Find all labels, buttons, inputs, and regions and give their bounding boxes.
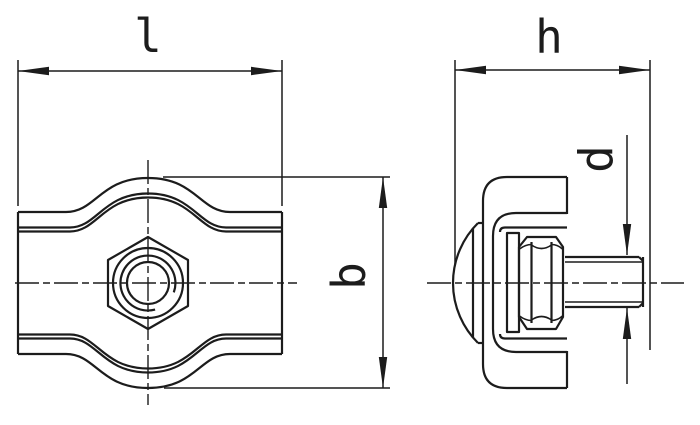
thread-end-chamfer-bottom (638, 302, 644, 308)
nut-chamfer-arc-bottom-left (519, 315, 532, 322)
dim-b-label: b (322, 262, 376, 290)
dim-b-arrowhead-bottom (378, 357, 388, 388)
body-top-outer-contour (18, 176, 282, 214)
dim-l-label: l (134, 9, 162, 63)
dimension-h: h (454, 10, 651, 350)
dim-l-arrowhead-right (251, 66, 282, 76)
body-top-inner-contour-2 (18, 196, 282, 233)
side-view: h d (427, 10, 684, 390)
thread-arc (119, 254, 177, 312)
dim-d-arrowhead-bottom (622, 308, 632, 339)
dim-h-arrowhead-left (455, 65, 486, 75)
dim-h-arrowhead-right (619, 65, 650, 75)
dim-l-arrowhead-left (18, 66, 49, 76)
dim-d-label: d (570, 145, 624, 173)
thread-end-chamfer-top (638, 256, 644, 262)
dim-h-label: h (535, 10, 563, 64)
dim-b-arrowhead-top (378, 177, 388, 208)
nut-chamfer-arc-bottom-middle (531, 315, 552, 321)
nut-chamfer-arc-top-right (551, 243, 564, 250)
bracket-top-inner-line (498, 226, 567, 233)
bracket-edge-contour (491, 211, 567, 354)
nut-chamfer-arc-top-middle (531, 244, 552, 250)
nut-chamfer-arc-top-left (519, 243, 532, 250)
body-bottom-outer-contour (18, 352, 282, 390)
washer-side (505, 231, 521, 334)
dimension-d: d (570, 135, 632, 384)
dimension-l: l (17, 9, 283, 206)
nut-side-outline (517, 235, 565, 331)
dome-arc (451, 222, 479, 344)
front-view: l b (15, 9, 390, 405)
bolt-thread-side (565, 255, 645, 309)
bracket-bottom-inner-line (498, 333, 567, 340)
dim-d-arrowhead-top (622, 224, 632, 255)
nut-chamfer-arc-bottom-right (551, 315, 564, 322)
dimension-b: b (163, 176, 390, 389)
